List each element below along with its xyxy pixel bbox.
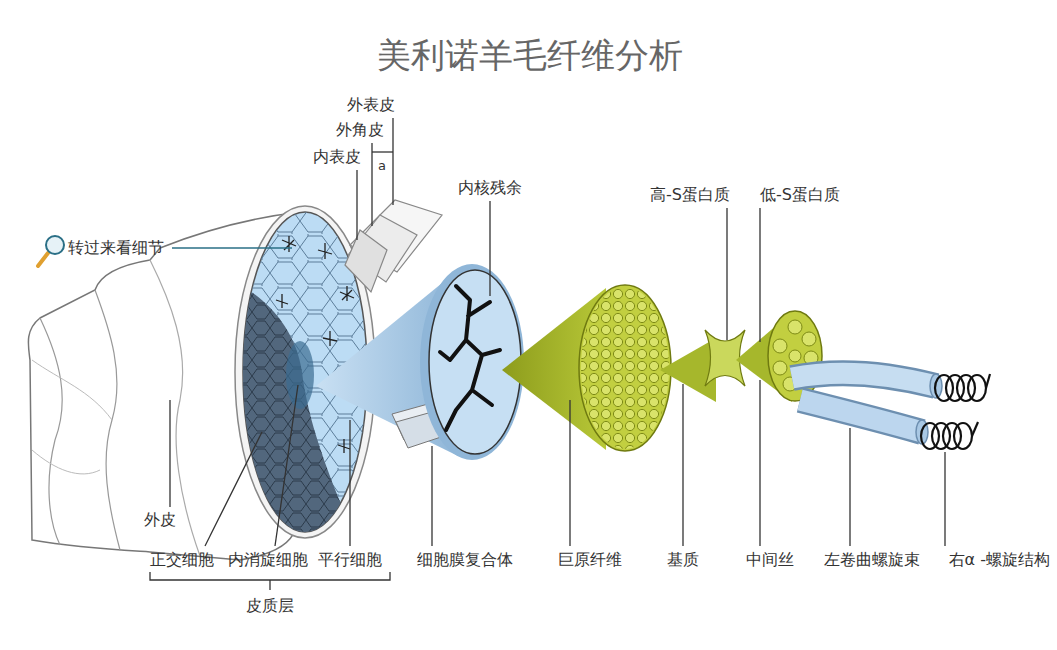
part-label: 外皮 xyxy=(144,510,176,530)
part-label: 内表皮 xyxy=(313,147,361,167)
part-label: 内核残余 xyxy=(458,178,522,198)
part-label: 细胞膜复合体 xyxy=(417,550,513,570)
scale-edge xyxy=(32,450,100,474)
cell-nuclei xyxy=(276,236,360,453)
orthocortex-region xyxy=(230,285,356,545)
endocuticle-plate xyxy=(345,230,387,292)
scale-plates xyxy=(345,200,442,292)
leader-lines xyxy=(150,118,945,590)
part-label: 高-S蛋白质 xyxy=(650,185,730,205)
nuclear-remnant xyxy=(440,286,500,430)
magnifier-icon xyxy=(38,236,64,266)
part-label: a xyxy=(378,158,386,174)
alpha-helices xyxy=(921,374,990,449)
part-label: 转过来看细节 xyxy=(68,238,164,258)
scale-edge xyxy=(40,318,62,545)
part-label: 皮质层 xyxy=(246,596,294,616)
matrix-cone xyxy=(660,338,716,402)
part-label: 右α -螺旋结构 xyxy=(949,550,1050,570)
part-label: 左卷曲螺旋束 xyxy=(824,550,920,570)
part-label: 巨原纤维 xyxy=(558,550,622,570)
scale-edge xyxy=(95,290,120,550)
part-label: 中间丝 xyxy=(746,550,794,570)
coiled-coil-bundles xyxy=(792,373,936,432)
part-label: 低-S蛋白质 xyxy=(760,185,840,205)
part-label: 正交细胞 xyxy=(150,550,214,570)
callout-line xyxy=(172,247,292,249)
orthocortex-cells xyxy=(230,285,356,545)
part-label: 内消旋细胞 xyxy=(228,550,308,570)
scale-edge xyxy=(32,360,112,420)
part-label: 平行细胞 xyxy=(318,550,382,570)
part-label: 基质 xyxy=(667,550,699,570)
cell-rim xyxy=(420,264,524,460)
mesocortex-region xyxy=(286,341,314,409)
macrofibril-fibrils xyxy=(578,285,673,455)
cortical-cell xyxy=(429,270,521,454)
diagram-title: 美利诺羊毛纤维分析 xyxy=(377,34,683,76)
part-label: 外角皮 xyxy=(336,120,384,140)
part-label: 外表皮 xyxy=(347,95,395,115)
